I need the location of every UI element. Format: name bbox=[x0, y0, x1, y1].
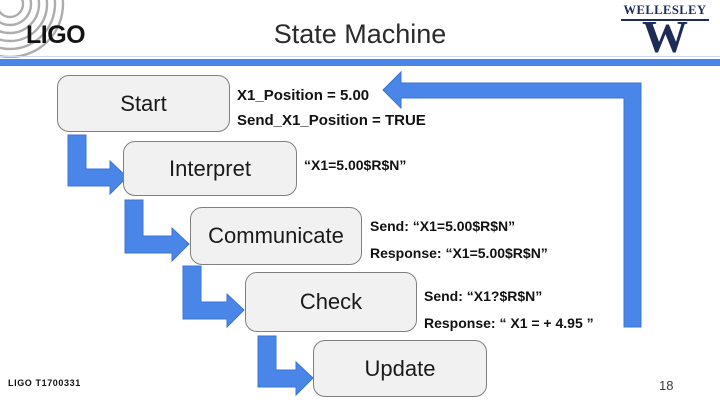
annotation-line: Send: “X1=5.00$R$N” bbox=[370, 218, 516, 234]
wellesley-logo-rule bbox=[621, 19, 709, 21]
annotation-start: X1_Position = 5.00 Send_X1_Position = TR… bbox=[237, 83, 426, 133]
flow-step-update: Update bbox=[313, 340, 487, 397]
flow-step-interpret: Interpret bbox=[123, 141, 297, 196]
annotation-line: Response: “X1=5.00$R$N” bbox=[370, 245, 548, 261]
flow-step-check: Check bbox=[245, 272, 417, 332]
ligo-waves-icon bbox=[0, 0, 65, 58]
flow-step-communicate: Communicate bbox=[190, 207, 362, 265]
ligo-wordmark: LIGO bbox=[26, 21, 86, 49]
annotation-line: “X1=5.00$R$N” bbox=[304, 157, 407, 173]
arrow-start-to-interpret-icon bbox=[67, 134, 128, 196]
annotation-line: X1_Position = 5.00 bbox=[237, 87, 370, 104]
document-id: LIGO T1700331 bbox=[8, 378, 81, 388]
slide-title: State Machine bbox=[273, 19, 447, 49]
annotation-line: Send_X1_Position = TRUE bbox=[237, 112, 426, 129]
annotation-line: Response: “ X1 = + 4.95 ” bbox=[424, 315, 594, 331]
flow-step-label: Check bbox=[299, 289, 363, 314]
annotation-line: Send: “X1?$R$N” bbox=[424, 288, 543, 304]
arrow-communicate-to-check-icon bbox=[182, 265, 245, 329]
header-rule-light bbox=[0, 56, 720, 57]
wellesley-logo: WELLESLEY W bbox=[610, 0, 720, 57]
page-number: 18 bbox=[659, 378, 674, 393]
ligo-logo: LIGO bbox=[0, 0, 100, 58]
wellesley-logo-name: WELLESLEY bbox=[623, 3, 707, 17]
annotation-check: Send: “X1?$R$N” Response: “ X1 = + 4.95 … bbox=[424, 283, 594, 337]
annotation-interpret: “X1=5.00$R$N” bbox=[304, 153, 406, 178]
flow-step-label: Update bbox=[364, 355, 436, 381]
flow-step-start: Start bbox=[57, 75, 230, 132]
arrow-check-to-update-icon bbox=[257, 335, 314, 397]
flow-step-label: Interpret bbox=[169, 155, 251, 181]
flow-step-label: Start bbox=[120, 90, 167, 116]
arrow-interpret-to-communicate-icon bbox=[124, 199, 190, 263]
header-rule bbox=[0, 59, 720, 66]
wellesley-monogram: W bbox=[642, 11, 688, 58]
annotation-communicate: Send: “X1=5.00$R$N” Response: “X1=5.00$R… bbox=[370, 213, 548, 267]
flow-step-label: Communicate bbox=[208, 223, 344, 248]
